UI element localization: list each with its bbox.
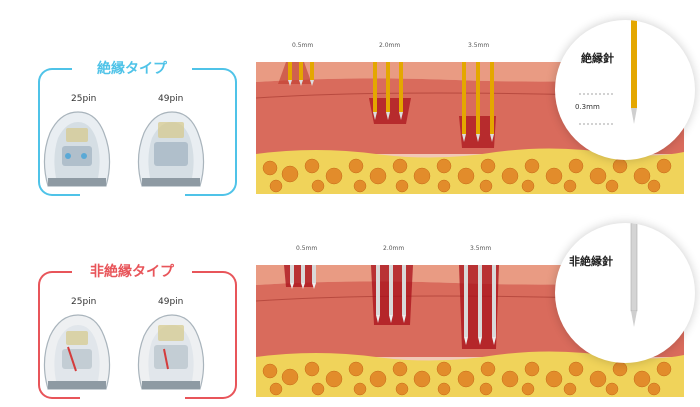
needle-group-0-5mm bbox=[284, 265, 316, 289]
insulated-bracket-right bbox=[185, 68, 237, 196]
insulated-type-title: 絶縁タイプ bbox=[72, 58, 192, 78]
insulated-needle-label: 絶縁針 bbox=[581, 52, 614, 65]
insulated-needle-zoom: 絶縁針 0.3mm bbox=[555, 20, 695, 160]
insulated-needle-closeup bbox=[579, 20, 637, 125]
insulated-bracket-left bbox=[38, 68, 80, 196]
depth-label-2-0mm: 2.0mm bbox=[379, 42, 401, 49]
tip-25pin-image bbox=[43, 111, 111, 187]
non-insulated-needle-label: 非絶縁針 bbox=[569, 255, 613, 268]
needle-group-2-0mm bbox=[371, 265, 413, 325]
depth-label-3-5mm: 3.5mm bbox=[468, 42, 490, 49]
tip-49pin-image bbox=[137, 111, 205, 187]
non-insulated-type-panel: 非絶縁タイプ 25pin 49pin 0.5mm 2.0mm 3.5mm bbox=[0, 203, 700, 403]
tip-25pin-image bbox=[43, 314, 111, 390]
depth-label-0-5mm: 0.5mm bbox=[292, 42, 314, 49]
needle-group-0-5mm bbox=[278, 62, 314, 86]
non-insulated-needle-zoom: 非絶縁針 bbox=[555, 223, 695, 363]
pin-label-25: 25pin bbox=[71, 94, 97, 104]
insulated-tip-length: 0.3mm bbox=[575, 103, 600, 111]
depth-label-2-0mm: 2.0mm bbox=[383, 245, 405, 252]
depth-label-3-5mm: 3.5mm bbox=[470, 245, 492, 252]
pin-label-25: 25pin bbox=[71, 297, 97, 307]
pin-label-49: 49pin bbox=[158, 297, 184, 307]
non-insulated-type-title: 非絶縁タイプ bbox=[72, 261, 192, 281]
needle-group-3-5mm bbox=[459, 62, 496, 148]
non-insulated-bracket-left bbox=[38, 271, 80, 399]
needle-group-2-0mm bbox=[369, 62, 411, 124]
depth-label-0-5mm: 0.5mm bbox=[296, 245, 318, 252]
pin-label-49: 49pin bbox=[158, 94, 184, 104]
tip-49pin-image bbox=[137, 314, 205, 390]
non-insulated-bracket-right bbox=[185, 271, 237, 399]
non-insulated-needle-closeup bbox=[630, 223, 638, 327]
insulated-type-panel: 絶縁タイプ 25pin 49pin 0.5mm 2.0mm 3.5mm bbox=[0, 0, 700, 200]
needle-group-3-5mm bbox=[459, 265, 499, 349]
